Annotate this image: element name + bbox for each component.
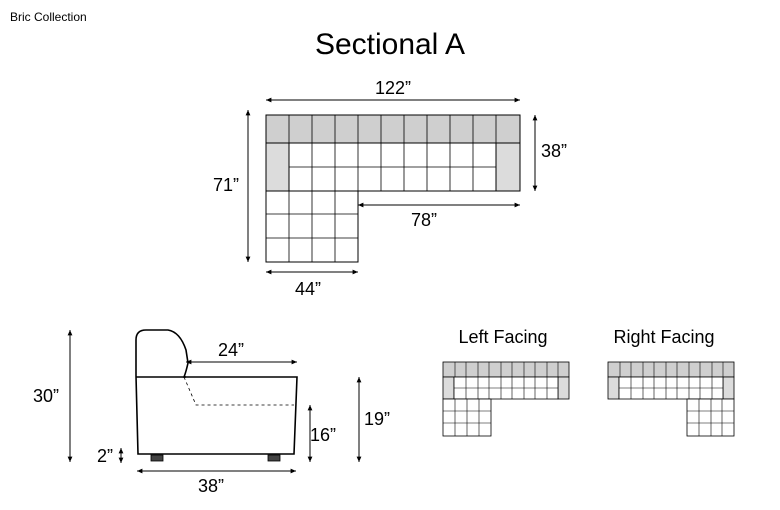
chaise-label: 44” — [295, 279, 321, 299]
rear-leg — [267, 454, 281, 462]
seat-height-label: 16” — [310, 425, 336, 445]
seat-dashed-line — [183, 376, 294, 406]
side-view: 30” 24” 19” 16” 2” 38” — [33, 329, 390, 496]
left-arm — [265, 142, 290, 192]
height-label: 71” — [213, 175, 239, 195]
top-view: 122” 38” 71” 78” 44” — [213, 78, 567, 299]
brand-name: Bric Collection — [10, 10, 87, 24]
arm-height-label: 19” — [364, 409, 390, 429]
seat-grid — [288, 142, 497, 192]
sofa-side-profile — [135, 329, 298, 455]
overall-depth-label: 38” — [198, 476, 224, 496]
page-title: Sectional A — [314, 28, 466, 61]
seat-depth-label: 24” — [218, 340, 244, 360]
front-leg — [150, 454, 164, 462]
depth-label: 38” — [541, 141, 567, 161]
leg-height-label: 2” — [97, 446, 113, 466]
overall-height-label: 30” — [33, 386, 59, 406]
right-facing-diagram: Right Facing — [607, 327, 735, 437]
left-facing-label: Left Facing — [458, 327, 547, 347]
back-cushion-row — [265, 114, 521, 144]
width-label: 122” — [375, 78, 411, 98]
chaise-grid — [265, 190, 359, 263]
right-arm — [495, 142, 521, 192]
right-facing-label: Right Facing — [613, 327, 714, 347]
inner-label: 78” — [411, 210, 437, 230]
left-facing-diagram: Left Facing — [442, 327, 570, 437]
